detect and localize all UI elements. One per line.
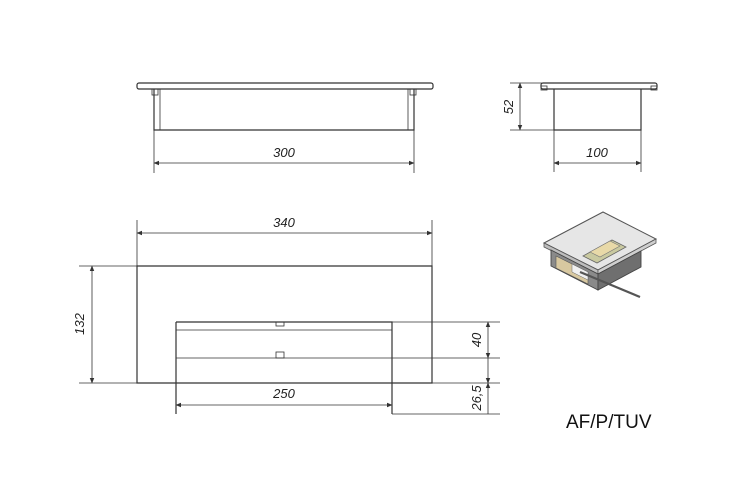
side-view-body	[553, 89, 642, 131]
side-view-top-plate	[540, 82, 658, 90]
insert-width-label: 250	[272, 386, 295, 401]
overall-width-label: 340	[273, 215, 295, 230]
insert-offset-label: 26,5	[469, 385, 484, 412]
front-view: 300	[136, 82, 434, 173]
side-height-label: 52	[501, 99, 516, 114]
top-view-outer-plate	[136, 265, 433, 384]
model-label: AF/P/TUV	[566, 412, 652, 433]
iso-handle-rod	[579, 270, 641, 299]
overall-height-label: 132	[72, 312, 87, 334]
top-view: 340 132 40 26,5 250	[72, 215, 500, 415]
isometric-render	[542, 211, 658, 299]
front-width-label: 300	[273, 145, 295, 160]
front-view-top-plate	[136, 82, 434, 90]
side-depth-label: 100	[586, 145, 608, 160]
front-view-body	[153, 89, 415, 131]
side-view: 52 100	[501, 82, 658, 172]
insert-height-label: 40	[469, 332, 484, 347]
